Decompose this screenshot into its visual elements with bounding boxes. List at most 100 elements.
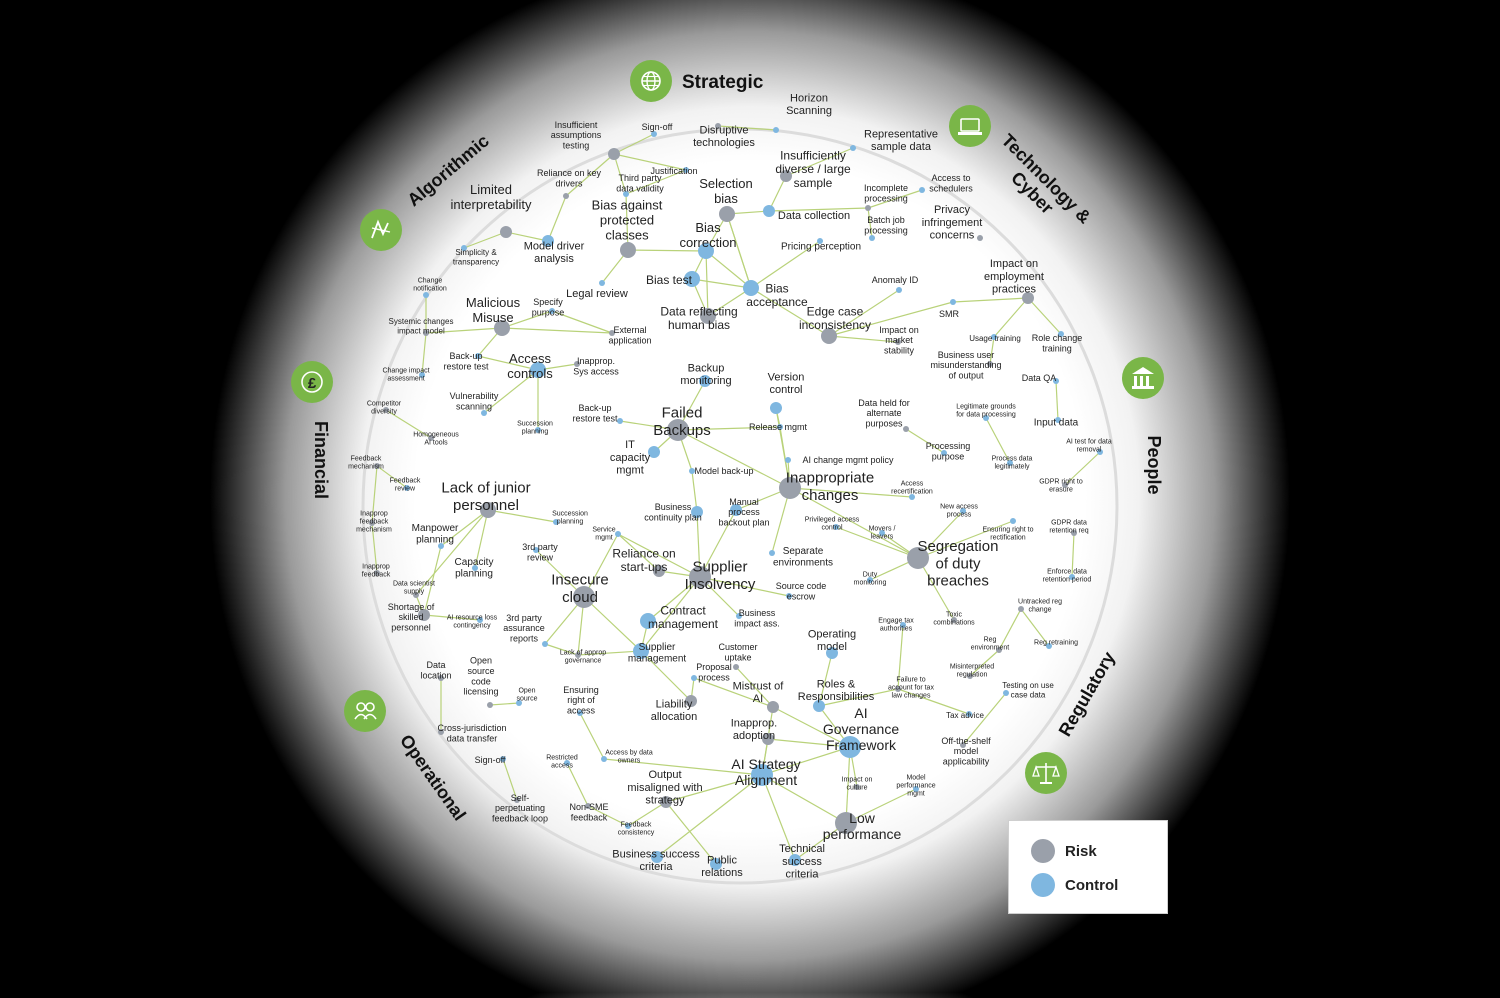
control-node[interactable] <box>896 287 902 293</box>
control-node[interactable] <box>1007 460 1013 466</box>
control-node[interactable] <box>472 565 478 571</box>
control-node[interactable] <box>777 424 783 430</box>
risk-node[interactable] <box>1062 482 1068 488</box>
control-node[interactable] <box>950 299 956 305</box>
risk-node[interactable] <box>865 205 871 211</box>
control-node[interactable] <box>730 504 742 516</box>
risk-node[interactable] <box>438 675 444 681</box>
risk-node[interactable] <box>574 361 580 367</box>
risk-node[interactable] <box>660 796 672 808</box>
control-node[interactable] <box>617 418 623 424</box>
risk-node[interactable] <box>480 502 496 518</box>
risk-node[interactable] <box>514 797 520 803</box>
control-node[interactable] <box>542 235 554 247</box>
risk-node[interactable] <box>700 308 716 324</box>
control-node[interactable] <box>1003 690 1009 696</box>
control-node[interactable] <box>530 362 546 378</box>
control-node[interactable] <box>553 519 559 525</box>
control-node[interactable] <box>691 506 703 518</box>
risk-node[interactable] <box>907 547 929 569</box>
risk-node[interactable] <box>500 226 512 238</box>
control-node[interactable] <box>599 280 605 286</box>
risk-node[interactable] <box>609 330 615 336</box>
risk-node[interactable] <box>1071 530 1077 536</box>
risk-node[interactable] <box>575 652 581 658</box>
control-node[interactable] <box>773 127 779 133</box>
control-node[interactable] <box>909 494 915 500</box>
control-node[interactable] <box>1046 643 1052 649</box>
control-node[interactable] <box>500 756 506 762</box>
risk-node[interactable] <box>685 695 697 707</box>
control-node[interactable] <box>475 353 481 359</box>
risk-node[interactable] <box>428 435 434 441</box>
control-node[interactable] <box>477 617 483 623</box>
control-node[interactable] <box>533 547 539 553</box>
risk-node[interactable] <box>719 206 735 222</box>
control-node[interactable] <box>601 756 607 762</box>
risk-node[interactable] <box>835 812 857 834</box>
risk-node[interactable] <box>996 647 1002 653</box>
risk-node[interactable] <box>383 407 389 413</box>
control-node[interactable] <box>516 700 522 706</box>
risk-node[interactable] <box>967 673 973 679</box>
control-node[interactable] <box>839 736 861 758</box>
control-node[interactable] <box>900 622 906 628</box>
control-node[interactable] <box>770 402 782 414</box>
risk-node[interactable] <box>620 242 636 258</box>
control-node[interactable] <box>869 235 875 241</box>
risk-node[interactable] <box>715 123 721 129</box>
control-node[interactable] <box>710 858 722 870</box>
risk-node[interactable] <box>667 419 689 441</box>
control-node[interactable] <box>691 675 697 681</box>
risk-node[interactable] <box>413 592 419 598</box>
risk-node[interactable] <box>369 520 375 526</box>
risk-node[interactable] <box>895 686 901 692</box>
control-node[interactable] <box>913 786 919 792</box>
control-node[interactable] <box>769 550 775 556</box>
control-node[interactable] <box>542 641 548 647</box>
control-node[interactable] <box>751 764 773 786</box>
risk-node[interactable] <box>573 586 595 608</box>
control-node[interactable] <box>419 372 425 378</box>
risk-node[interactable] <box>1018 606 1024 612</box>
control-node[interactable] <box>785 457 791 463</box>
control-node[interactable] <box>1097 449 1103 455</box>
control-node[interactable] <box>438 543 444 549</box>
risk-node[interactable] <box>762 733 774 745</box>
control-node[interactable] <box>879 530 885 536</box>
risk-node[interactable] <box>653 565 665 577</box>
control-node[interactable] <box>689 468 695 474</box>
control-node[interactable] <box>743 280 759 296</box>
control-node[interactable] <box>535 427 541 433</box>
control-node[interactable] <box>966 711 972 717</box>
risk-node[interactable] <box>767 701 779 713</box>
control-node[interactable] <box>549 308 555 314</box>
control-node[interactable] <box>404 485 410 491</box>
risk-node[interactable] <box>960 742 966 748</box>
control-node[interactable] <box>1069 574 1075 580</box>
risk-node[interactable] <box>374 463 380 469</box>
control-node[interactable] <box>763 205 775 217</box>
risk-node[interactable] <box>903 426 909 432</box>
control-node[interactable] <box>623 191 629 197</box>
control-node[interactable] <box>1053 378 1059 384</box>
control-node[interactable] <box>481 410 487 416</box>
risk-node[interactable] <box>895 339 901 345</box>
control-node[interactable] <box>813 700 825 712</box>
control-node[interactable] <box>786 593 792 599</box>
control-node[interactable] <box>683 167 689 173</box>
risk-node[interactable] <box>423 330 429 336</box>
risk-node[interactable] <box>608 148 620 160</box>
risk-node[interactable] <box>374 570 380 576</box>
risk-node[interactable] <box>585 803 591 809</box>
control-node[interactable] <box>648 446 660 458</box>
risk-node[interactable] <box>494 320 510 336</box>
risk-node[interactable] <box>780 170 792 182</box>
control-node[interactable] <box>577 710 583 716</box>
control-node[interactable] <box>461 245 467 251</box>
control-node[interactable] <box>983 415 989 421</box>
control-node[interactable] <box>651 851 663 863</box>
control-node[interactable] <box>699 375 711 387</box>
control-node[interactable] <box>684 271 700 287</box>
control-node[interactable] <box>991 334 997 340</box>
